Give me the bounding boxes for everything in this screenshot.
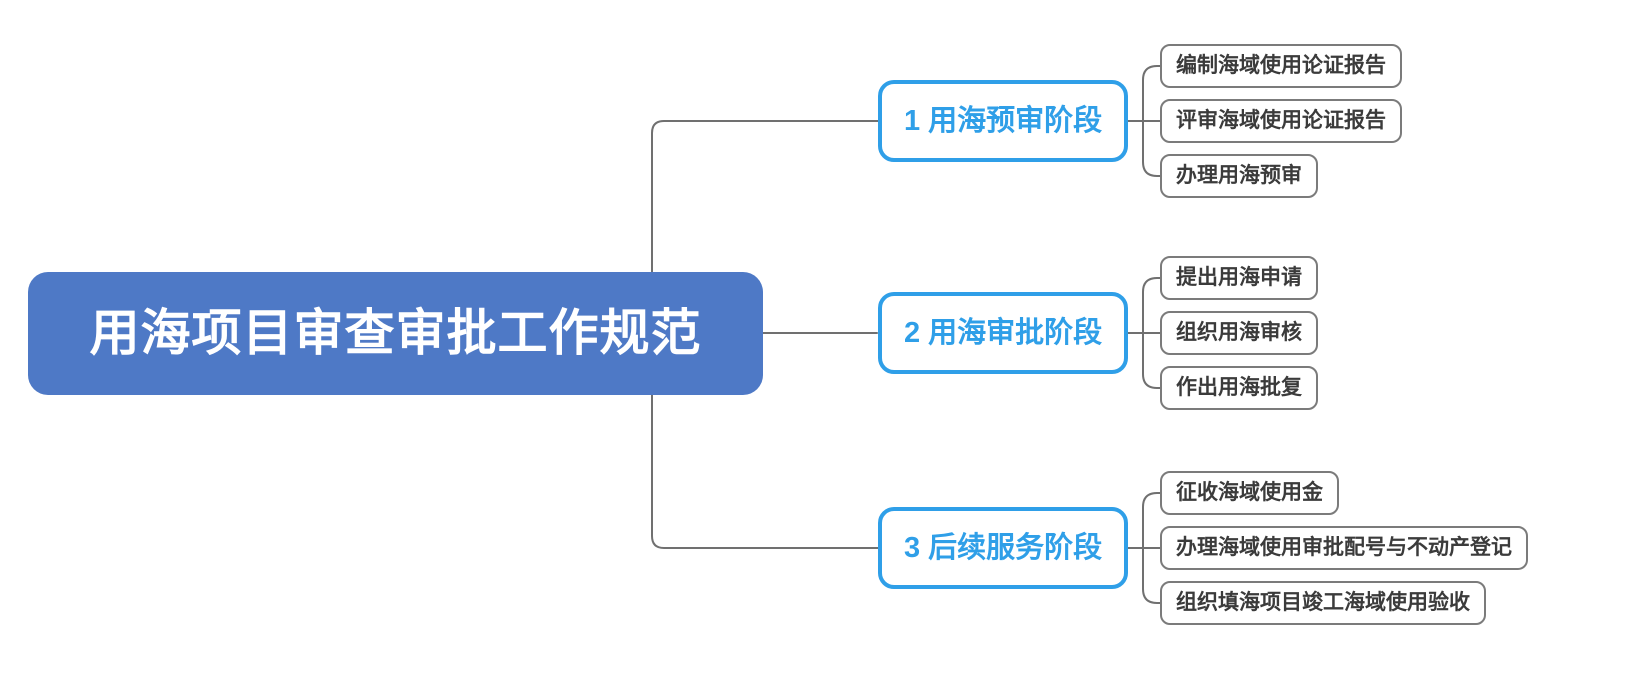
leaf-topic[interactable]: 评审海域使用论证报告 <box>1160 99 1402 143</box>
leaf-topic[interactable]: 提出用海申请 <box>1160 256 1318 300</box>
leaf-topic[interactable]: 办理海域使用审批配号与不动产登记 <box>1160 526 1528 570</box>
leaf-topic[interactable]: 作出用海批复 <box>1160 366 1318 410</box>
leaf-topic[interactable]: 征收海域使用金 <box>1160 471 1339 515</box>
leaf-topic[interactable]: 办理用海预审 <box>1160 154 1318 198</box>
branch-topic-3[interactable]: 3 后续服务阶段 <box>878 507 1129 589</box>
branch-topic-1[interactable]: 1 用海预审阶段 <box>878 80 1129 162</box>
branch-topic-2[interactable]: 2 用海审批阶段 <box>878 292 1129 374</box>
leaf-topic[interactable]: 组织填海项目竣工海域使用验收 <box>1160 581 1486 625</box>
leaf-topic[interactable]: 组织用海审核 <box>1160 311 1318 355</box>
root-topic[interactable]: 用海项目审查审批工作规范 <box>28 272 763 395</box>
leaf-topic[interactable]: 编制海域使用论证报告 <box>1160 44 1402 88</box>
